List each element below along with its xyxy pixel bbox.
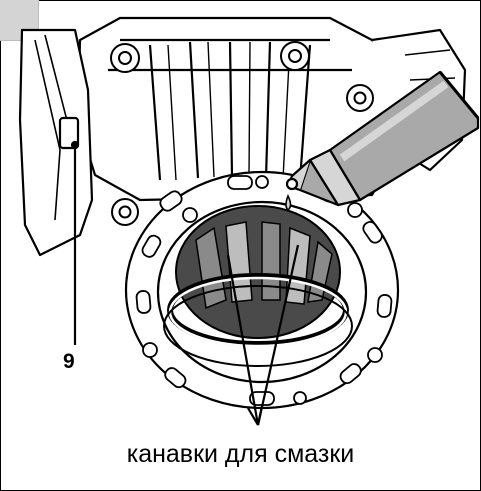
callout-9-leader (70, 140, 80, 345)
figure-caption: канавки для смазки (126, 440, 355, 468)
callout-number-9: 9 (63, 350, 75, 373)
grease-drop (285, 194, 292, 212)
bolt-top-right (280, 41, 310, 71)
bolt-left (111, 198, 139, 226)
grease-tube (285, 70, 480, 207)
groove-pointers (226, 244, 300, 426)
bolt-mid-right (346, 84, 374, 112)
bolt-top-left (110, 43, 140, 73)
bore (163, 205, 353, 367)
